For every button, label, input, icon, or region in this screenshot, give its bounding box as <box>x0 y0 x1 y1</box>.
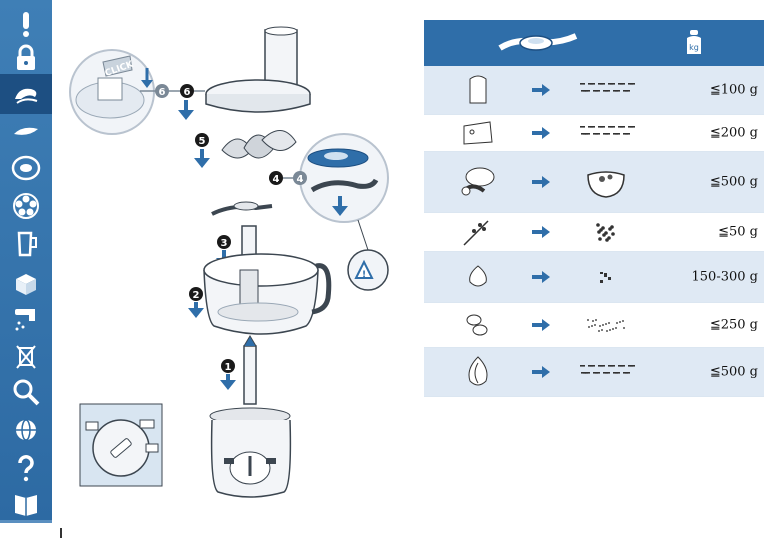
arrow-right-icon <box>532 226 550 238</box>
arrow-right-icon <box>532 319 550 331</box>
onion-icon <box>468 356 488 386</box>
click-detail-circle <box>69 49 155 135</box>
table-row: ≦500 g <box>424 348 764 397</box>
tap-cleaning-icon[interactable] <box>4 298 48 338</box>
lid-with-feed-tube <box>205 26 311 113</box>
padlock-icon[interactable] <box>4 38 48 78</box>
assembly-illustration: CLICK 6 6 5 4 4 <box>69 26 389 498</box>
chopping-blade-icon <box>498 33 578 51</box>
herbs-icon <box>463 220 489 246</box>
quantity-value: ≦200 g <box>709 125 758 141</box>
table-row: ≦250 g <box>424 303 764 348</box>
minced-meat-bowl-icon <box>587 171 625 198</box>
flower-disc-icon[interactable] <box>4 186 48 226</box>
step-3: 3 <box>221 238 228 249</box>
magnifier-icon[interactable] <box>4 372 48 412</box>
table-row: 150-300 g <box>424 252 764 303</box>
svg-text:kg: kg <box>689 43 699 52</box>
question-mark-icon[interactable] <box>4 448 48 488</box>
bread-icon <box>469 75 487 104</box>
table-row: ≦200 g <box>424 115 764 152</box>
scale-weight-icon: kg <box>687 30 701 54</box>
breadcrumbs-icon <box>580 83 635 92</box>
chopped-garlic-icon <box>600 272 611 283</box>
step-2: 2 <box>193 290 200 301</box>
chopped-herbs-icon <box>596 223 615 242</box>
globe-guarantee-icon[interactable] <box>4 410 48 450</box>
waste-bin-crossed-icon[interactable] <box>4 336 48 376</box>
chopped-nuts-icon <box>587 319 625 332</box>
sidebar <box>0 0 52 520</box>
processing-bowl <box>203 253 332 335</box>
jug-icon[interactable] <box>4 224 48 264</box>
quantity-value: ≦500 g <box>709 174 758 190</box>
table-row: ≦500 g <box>424 152 764 213</box>
warning-detail-circle: ! <box>347 219 389 291</box>
meat-icon <box>461 167 495 196</box>
svg-text:!: ! <box>362 270 366 280</box>
recipe-book-icon[interactable] <box>4 484 48 524</box>
storage-box-icon[interactable] <box>4 262 48 302</box>
blade-spinning-icon[interactable] <box>0 74 52 114</box>
step-5: 5 <box>199 136 206 147</box>
table-row: ≦50 g <box>424 213 764 252</box>
step-6a: 6 <box>159 87 166 98</box>
disc-icon[interactable] <box>4 148 48 188</box>
knife-icon[interactable] <box>4 112 48 152</box>
warning-exclamation-icon[interactable] <box>4 4 48 44</box>
arrow-right-icon <box>532 271 550 283</box>
control-dial-inset <box>79 403 163 487</box>
step-4a: 4 <box>273 174 280 185</box>
arrow-right-icon <box>532 176 550 188</box>
quantity-value: 150-300 g <box>691 269 758 285</box>
food-pieces <box>221 130 297 159</box>
arrow-right-icon <box>532 84 550 96</box>
page-marker <box>60 528 62 538</box>
drive-shaft <box>243 335 257 405</box>
chopping-blade <box>211 201 273 216</box>
quantity-table: kg ≦100 g ≦200 g ≦500 g ≦50 g <box>424 20 764 397</box>
arrow-right-icon <box>532 366 550 378</box>
motor-unit <box>209 407 292 498</box>
quantity-value: ≦50 g <box>718 224 758 240</box>
quantity-value: ≦250 g <box>709 317 758 333</box>
chopped-onion-icon <box>580 365 635 374</box>
step-4b: 4 <box>297 174 304 185</box>
grated-cheese-icon <box>580 126 635 135</box>
cheese-icon <box>463 121 493 145</box>
blade-detail-circle <box>299 133 389 223</box>
quantity-value: ≦100 g <box>709 82 758 98</box>
nuts-icon <box>466 314 488 336</box>
step-6b: 6 <box>184 87 191 98</box>
sidebar-footer-strip <box>0 520 52 523</box>
table-header: kg <box>424 20 764 66</box>
arrow-right-icon <box>532 127 550 139</box>
table-row: ≦100 g <box>424 66 764 115</box>
garlic-icon <box>469 265 487 287</box>
quantity-value: ≦500 g <box>709 364 758 380</box>
step-1: 1 <box>225 362 232 373</box>
